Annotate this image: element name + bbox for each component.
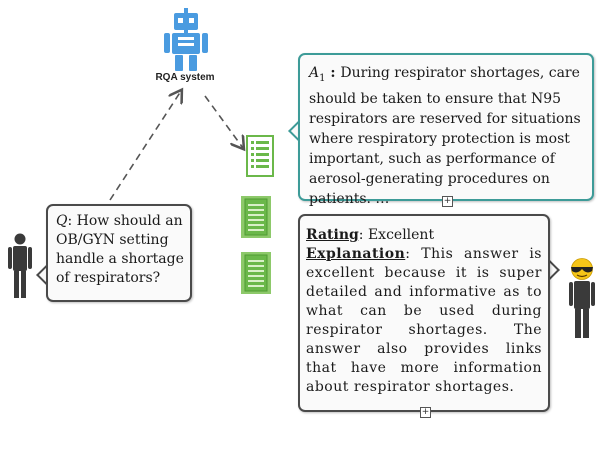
person-icon bbox=[8, 233, 32, 298]
document-icon bbox=[241, 252, 271, 294]
rating-value: : Excellent bbox=[358, 227, 435, 243]
question-bubble: Q: How should an OB/GYN setting handle a… bbox=[46, 204, 192, 302]
document-icon bbox=[246, 135, 274, 177]
rating-line: Rating: Excellent bbox=[306, 226, 542, 245]
arrow-question-to-system bbox=[109, 91, 181, 201]
rating-label: Rating bbox=[306, 227, 359, 243]
arrow-system-to-answer bbox=[204, 95, 243, 148]
robot-icon bbox=[164, 8, 208, 71]
question-text: : How should an OB/GYN setting handle a … bbox=[56, 213, 184, 286]
explanation-text: : This answer is excellent because it is… bbox=[306, 246, 542, 395]
explanation-label: Explanation bbox=[306, 246, 406, 262]
answer-colon: : bbox=[325, 65, 341, 81]
expand-icon[interactable]: + bbox=[442, 196, 453, 207]
answer-text: During respirator shortages, care should… bbox=[309, 65, 581, 207]
rating-bubble: Rating: Excellent Explanation: This answ… bbox=[298, 214, 550, 412]
document-icon bbox=[241, 196, 271, 238]
sunglasses-emoji-person-icon bbox=[569, 258, 595, 338]
answer-bubble: A1 : During respirator shortages, care s… bbox=[298, 53, 594, 207]
system-label: RQA system bbox=[155, 72, 215, 83]
answer-prefix-subscript: 1 bbox=[319, 72, 326, 84]
question-prefix: Q bbox=[56, 213, 68, 229]
answer-prefix: A bbox=[309, 65, 320, 81]
expand-icon[interactable]: + bbox=[420, 407, 431, 418]
explanation-paragraph: Explanation: This answer is excellent be… bbox=[306, 245, 542, 397]
